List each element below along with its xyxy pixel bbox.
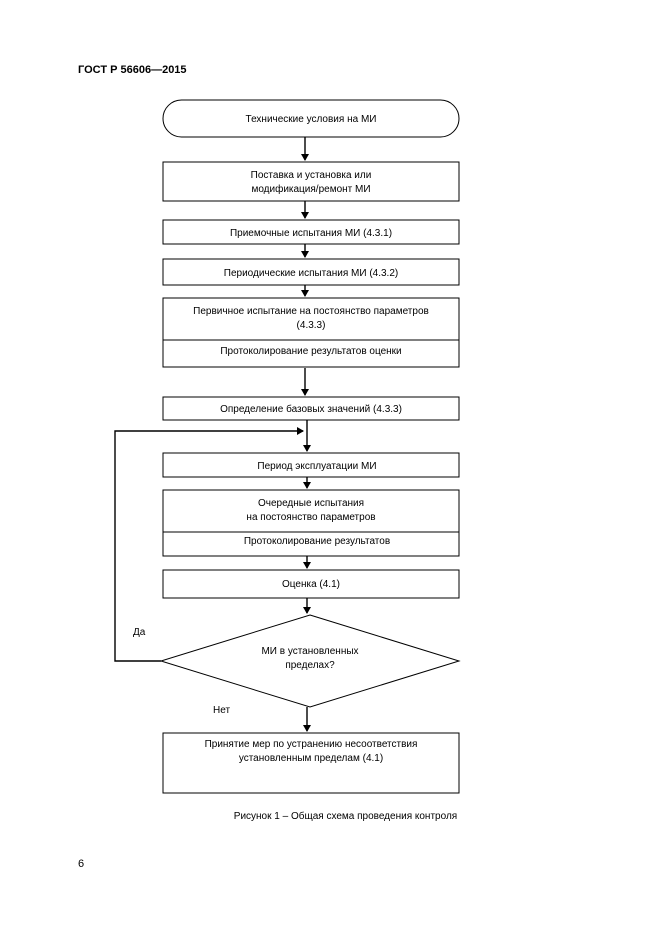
document-header: ГОСТ Р 56606—2015 [78, 64, 187, 76]
action-label-line1: Принятие мер по устранению несоответстви… [205, 739, 418, 750]
box-primary [162, 297, 460, 368]
install-label-line2: модификация/ремонт МИ [251, 183, 370, 195]
operation-label: Период эксплуатации МИ [257, 461, 376, 472]
decision-label-line1: МИ в установленных [261, 646, 358, 657]
box-acceptance [162, 219, 460, 245]
baseline-label: Определение базовых значений (4.3.3) [220, 403, 402, 415]
box-action [162, 732, 460, 794]
figure-caption: Рисунок 1 – Общая схема проведения контр… [233, 811, 458, 822]
page-number: 6 [78, 858, 85, 870]
start-terminator [162, 99, 460, 138]
box-baseline [162, 396, 460, 421]
decision-diamond [159, 614, 461, 708]
primary-protocol-label: Протоколирование результатов оценки [220, 346, 401, 357]
evaluation-label: Оценка (4.1) [282, 579, 340, 590]
box-operation [162, 452, 460, 478]
start-label: Технические условия на МИ [246, 114, 377, 125]
action-label-line2: установленным пределам (4.1) [239, 753, 383, 764]
primary-label-line2: (4.3.3) [297, 320, 326, 331]
acceptance-label: Приемочные испытания МИ (4.3.1) [230, 228, 392, 239]
periodic-label: Периодические испытания МИ (4.3.2) [224, 268, 398, 279]
decision-label-line2: пределах? [285, 660, 335, 671]
regular-label-line1: Очередные испытания [258, 498, 364, 509]
box-regular [162, 489, 460, 557]
box-install [162, 161, 460, 202]
no-label: Нет [213, 705, 230, 716]
primary-label-line1: Первичное испытание на постоянство парам… [193, 306, 429, 317]
install-label-line1: Поставка и установка или [251, 170, 372, 181]
loop-back-arrow-yes [114, 427, 304, 662]
regular-protocol-label: Протоколирование результатов [244, 536, 390, 547]
box-evaluation [162, 569, 460, 599]
regular-label-line2: на постоянство параметров [246, 512, 375, 523]
box-periodic [162, 258, 460, 286]
yes-label: Да [133, 627, 146, 638]
